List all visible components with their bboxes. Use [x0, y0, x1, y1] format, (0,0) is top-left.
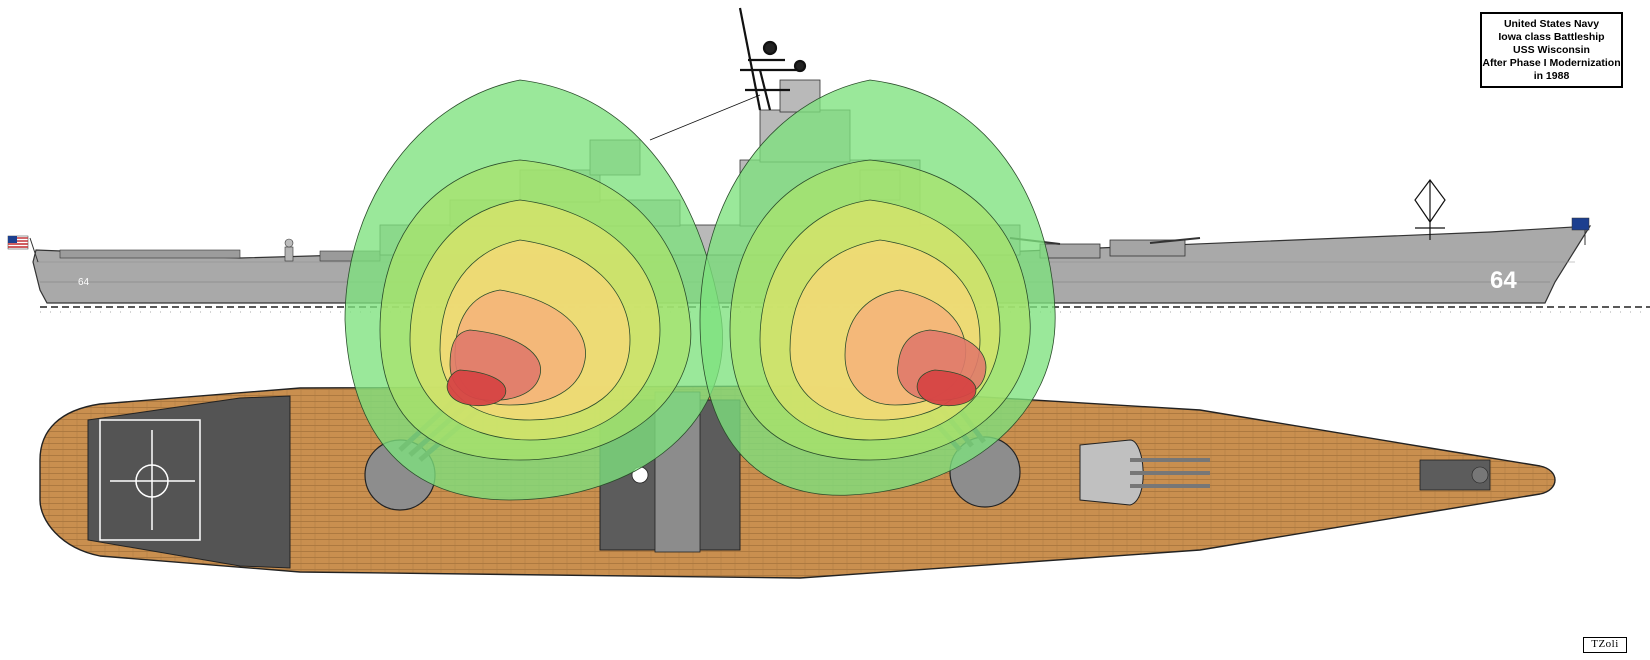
helicopter-pad: [99, 419, 201, 541]
bow-mast-tripod: [1414, 179, 1446, 240]
title-block: United States Navy Iowa class Battleship…: [1480, 12, 1623, 88]
bow-jack-icon: [1571, 217, 1590, 231]
main-mast: [649, 7, 807, 141]
title-line-modernization: After Phase I Modernization: [1482, 56, 1621, 69]
blast-overpressure-zones: [344, 79, 1056, 501]
title-line-year: in 1988: [1533, 69, 1570, 82]
forward-turret-1-plan: [1079, 439, 1210, 506]
blast-zone-aft-inner: [446, 369, 507, 407]
hull-number-bow: 64: [1490, 267, 1517, 294]
title-line-class: Iowa class Battleship: [1498, 30, 1605, 43]
title-line-ship-name: USS Wisconsin: [1513, 43, 1590, 56]
artist-signature: TZoli: [1583, 637, 1627, 653]
blast-zone-forward-inner: [916, 369, 977, 407]
title-line-navy: United States Navy: [1503, 17, 1600, 30]
hull-number-stern: 64: [78, 277, 90, 288]
